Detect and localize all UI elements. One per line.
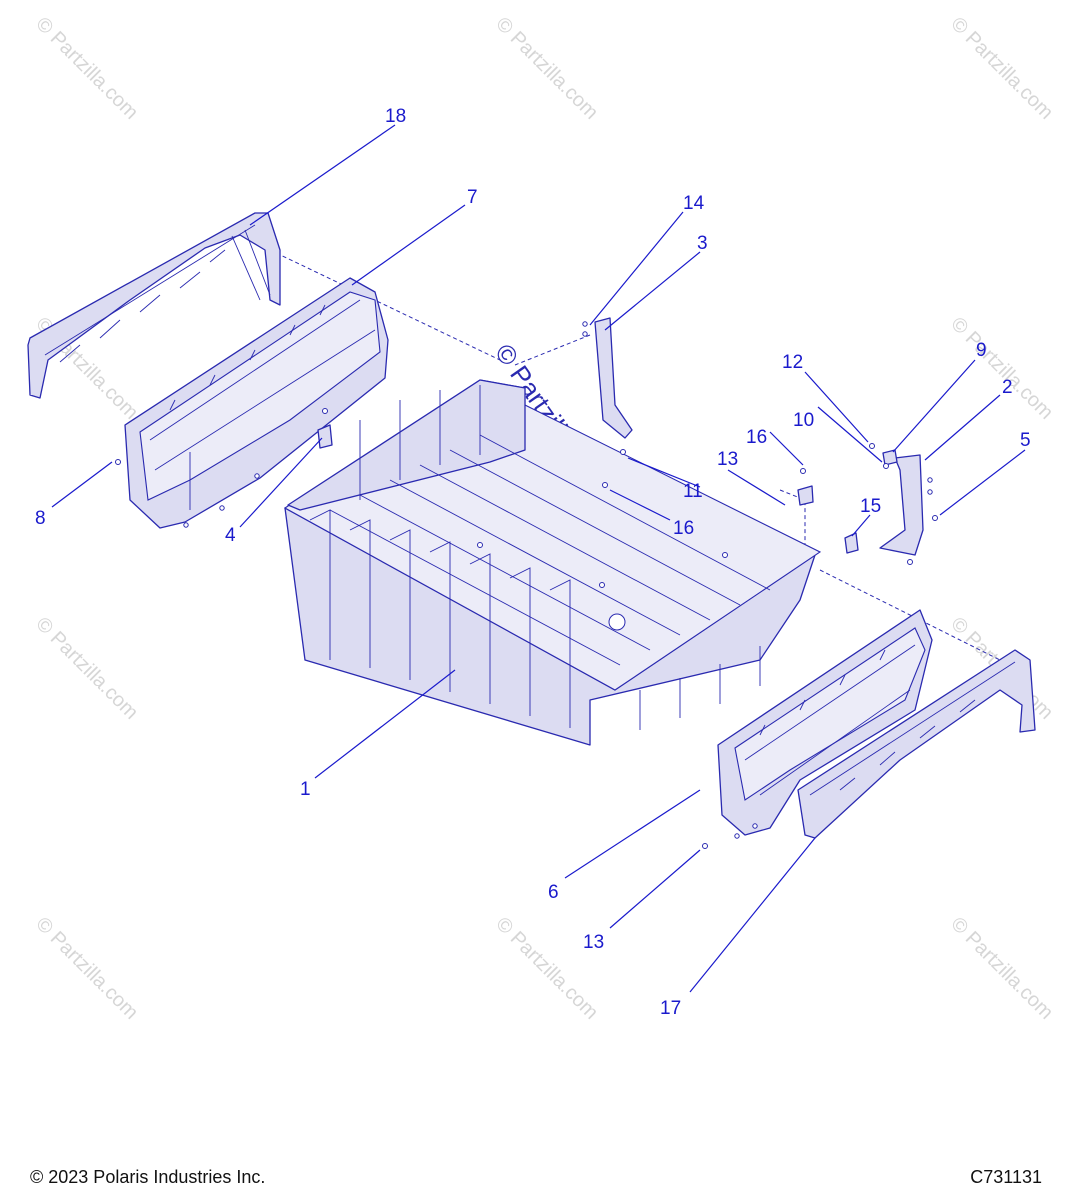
callout-16-top: 16 [746,427,767,448]
part-16-latch [797,468,814,506]
callout-5: 5 [1020,430,1031,451]
leader-lines [51,124,1026,993]
part-2-bracket [879,454,938,565]
watermark: © Partzilla.com [946,313,1057,424]
watermark: © Partzilla.com [946,913,1057,1024]
part-3-bracket [582,317,633,439]
watermark: © Partzilla.com [31,913,142,1024]
drawing-code: C731131 [970,1167,1042,1187]
watermark: © Partzilla.com [946,13,1057,124]
part-4-latch [317,408,333,449]
callout-14: 14 [683,193,705,214]
callout-12: 12 [782,352,803,373]
callout-1: 1 [300,779,311,800]
part-15-fastener [844,532,859,554]
part-9-clip [882,449,898,466]
part-10-nut [883,463,889,469]
callout-8: 8 [35,508,46,529]
callout-16-bottom: 16 [673,518,694,539]
part-6-side-bin [702,609,933,849]
callout-17: 17 [660,998,681,1019]
callout-9: 9 [976,340,987,361]
part-12-bolt [869,443,875,449]
callout-4: 4 [225,525,236,546]
callout-11: 11 [683,481,703,502]
watermark: © Partzilla.com [31,13,142,124]
callout-2: 2 [1002,377,1013,398]
callout-15: 15 [860,496,881,517]
watermark: © Partzilla.com [491,13,602,124]
watermark: © Partzilla.com [31,613,142,724]
callouts: 18 7 14 3 12 9 2 10 16 5 13 11 15 8 16 4… [35,106,1031,1019]
callout-13-top: 13 [717,449,738,470]
callout-3: 3 [697,233,708,254]
callout-7: 7 [467,187,478,208]
part-17-front-trim [797,649,1036,839]
callout-18: 18 [385,106,406,127]
part-1-cargo-box [283,379,822,746]
part-7-side-bin [115,277,389,529]
part-11-screw [620,449,626,455]
copyright-notice: © 2023 Polaris Industries Inc. [30,1167,266,1187]
part-18-rear-trim [27,212,281,399]
watermark: © Partzilla.com [491,913,602,1024]
callout-10: 10 [793,410,814,431]
callout-6: 6 [548,882,559,903]
callout-13-bottom: 13 [583,932,604,953]
